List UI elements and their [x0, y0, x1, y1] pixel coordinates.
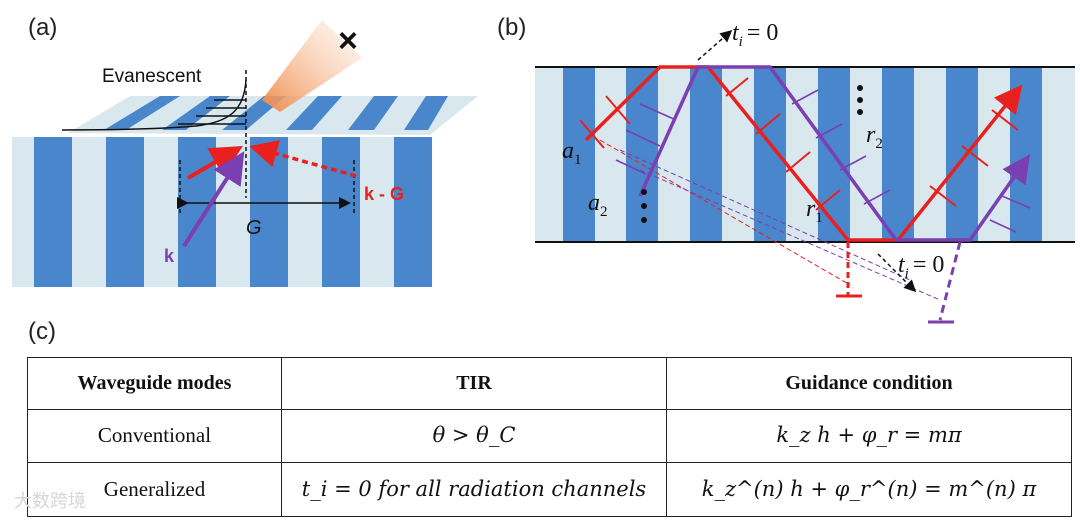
evanescent-field	[61, 70, 247, 198]
guidance-generalized: k_z^(n) h + φ_r^(n) = m^(n) π	[701, 477, 1037, 502]
a1-label: a1	[562, 138, 582, 168]
incident-beam	[262, 20, 362, 112]
watermark: 大数跨境	[14, 491, 86, 512]
table-row: Generalized t_i = 0 for all radiation ch…	[27, 462, 1072, 517]
guidance-cell: k_z h + φ_r = mπ	[666, 408, 1072, 464]
tir-cell: θ > θ_C	[281, 408, 667, 464]
blocked-cross-icon: ×	[338, 22, 358, 60]
guidance-cell: k_z^(n) h + φ_r^(n) = m^(n) π	[666, 462, 1072, 517]
t-bottom-label: ti= 0	[898, 252, 944, 282]
k-label: k	[164, 246, 175, 266]
r2-label: r2	[866, 122, 883, 152]
waveguide-stripes	[563, 67, 1042, 242]
panel-label-c: (c)	[28, 318, 56, 345]
r1-label: r1	[806, 196, 823, 226]
tir-cell: t_i = 0 for all radiation channels	[281, 462, 667, 517]
t-top-label: ti= 0	[732, 20, 778, 50]
table-row: Conventional θ > θ_C k_z h + φ_r = mπ	[27, 408, 1072, 464]
waveguide-modes-table: Waveguide modes TIR Guidance condition C…	[27, 357, 1072, 517]
header-waveguide-modes: Waveguide modes	[27, 357, 282, 410]
a2-label: a2	[588, 190, 608, 220]
radiation-channels	[599, 139, 941, 301]
panel-label-b: (b)	[497, 14, 527, 41]
panel-label-a: (a)	[28, 14, 58, 41]
guidance-conventional: k_z h + φ_r = mπ	[776, 423, 962, 448]
top-radiation-arrow	[697, 30, 733, 61]
bottom-radiation-arrow	[877, 253, 917, 293]
k-minus-g-label: k - G	[364, 184, 404, 204]
red-ray	[579, 65, 1023, 298]
header-tir: TIR	[281, 357, 667, 410]
tir-conventional: θ > θ_C	[432, 423, 516, 448]
tir-generalized: t_i = 0 for all radiation channels	[301, 477, 647, 502]
ellipsis-dots	[641, 85, 863, 223]
g-label: G	[246, 217, 262, 239]
mode-cell: Generalized	[27, 462, 282, 517]
mode-cell: Conventional	[27, 408, 282, 464]
evanescent-label: Evanescent	[102, 66, 202, 87]
purple-ray	[615, 65, 1031, 324]
k-vector-arrow	[182, 151, 245, 248]
k-minus-g-vector-arrow	[249, 140, 357, 178]
header-guidance-condition: Guidance condition	[666, 357, 1072, 410]
table-header-row: Waveguide modes TIR Guidance condition	[27, 357, 1072, 410]
waveguide-grating	[535, 66, 1075, 243]
